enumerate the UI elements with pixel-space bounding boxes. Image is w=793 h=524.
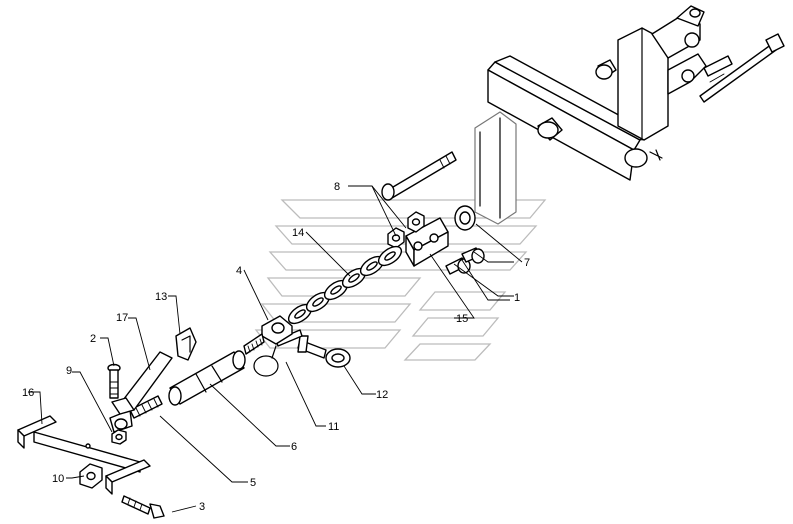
h-bracket-16 — [17, 415, 151, 495]
chain-14 — [287, 245, 403, 325]
callout-16: 16 — [22, 387, 34, 399]
callout-2: 2 — [90, 333, 96, 345]
bolt-2 — [107, 363, 121, 399]
turnbuckle-body-6 — [168, 350, 246, 406]
callout-17: 17 — [116, 312, 128, 324]
nut-9 — [111, 429, 127, 445]
callout-3: 3 — [199, 501, 205, 513]
callout-9: 9 — [66, 365, 72, 377]
bolt-3 — [121, 495, 165, 519]
callout-11: 11 — [328, 421, 339, 433]
callout-10: 10 — [52, 473, 64, 485]
wedge-plate-17 — [111, 351, 173, 415]
callout-14: 14 — [292, 227, 304, 239]
bracket-clip-13 — [175, 327, 197, 361]
clevis-4 — [243, 315, 293, 355]
linch-pin-11 — [253, 329, 303, 377]
eye-bolt-12 — [297, 335, 351, 368]
callout-1: 1 — [514, 292, 520, 304]
mounting-plate-15 — [405, 217, 449, 267]
callout-5: 5 — [250, 477, 256, 489]
nut-10 — [79, 463, 103, 489]
callout-13: 13 — [155, 291, 167, 303]
ring-washer-7 — [454, 205, 476, 231]
nut-8 — [387, 211, 425, 249]
hitch-frame-assembly — [381, 5, 785, 225]
callout-6: 6 — [291, 441, 297, 453]
callout-12: 12 — [376, 389, 388, 401]
threaded-eye-5 — [109, 395, 163, 433]
watermark-logo — [254, 199, 547, 361]
leader-lines — [28, 185, 523, 513]
callout-8: 8 — [334, 181, 340, 193]
callout-15: 15 — [456, 313, 468, 325]
callout-4: 4 — [236, 265, 242, 277]
callout-7: 7 — [524, 257, 530, 269]
callout-labels: 1 2 3 4 5 6 7 8 9 10 11 12 13 14 15 16 1… — [22, 181, 530, 513]
